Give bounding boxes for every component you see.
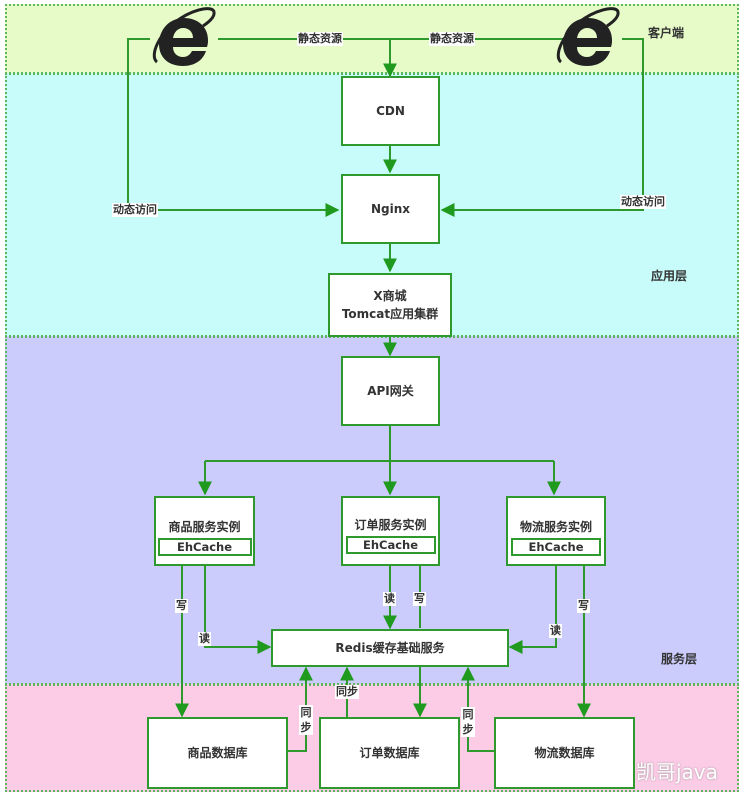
- order-db-label: 订单数据库: [359, 746, 420, 760]
- static-resource-label-right: 静态资源: [429, 32, 475, 46]
- logistics-ehcache: EhCache: [511, 538, 601, 556]
- cdn-label: CDN: [376, 104, 405, 118]
- api-gateway-node: API网关: [341, 356, 440, 426]
- product-ehcache: EhCache: [157, 538, 252, 556]
- sync-char-2: 步: [462, 723, 474, 736]
- product-db-label: 商品数据库: [187, 746, 248, 760]
- service-layer-label: 服务层: [661, 652, 698, 666]
- sync-char-1: 同: [462, 708, 474, 721]
- logistics-db-label: 物流数据库: [534, 746, 595, 760]
- order-sync-label: 同步: [335, 685, 359, 699]
- tomcat-label-line1: X商城: [373, 289, 407, 303]
- order-service-label: 订单服务实例: [354, 518, 427, 532]
- watermark: 凯哥java: [636, 760, 718, 784]
- dynamic-access-label-left: 动态访问: [112, 203, 158, 217]
- product-service-label: 商品服务实例: [168, 520, 241, 534]
- edge-sync-logistics: [461, 666, 494, 752]
- edge-product-read: [204, 565, 272, 654]
- logistics-sync-label: 同 步: [461, 707, 475, 737]
- logistics-service-label: 物流服务实例: [519, 520, 592, 534]
- product-write-label: 写: [175, 599, 188, 613]
- application-layer-label: 应用层: [651, 269, 688, 283]
- edge-dynamic-left: [127, 38, 340, 217]
- tomcat-label-line2: Tomcat应用集群: [341, 307, 439, 321]
- order-service-node: 订单服务实例 EhCache: [341, 496, 440, 566]
- static-resource-label-left: 静态资源: [297, 32, 343, 46]
- ie-browser-icon: [556, 7, 620, 66]
- nginx-node: Nginx: [341, 174, 440, 244]
- order-read-label: 读: [383, 592, 396, 606]
- dynamic-access-label-right: 动态访问: [620, 195, 666, 209]
- order-ehcache: EhCache: [345, 536, 436, 554]
- logistics-write-label: 写: [577, 599, 590, 613]
- tomcat-cluster-node: X商城 Tomcat应用集群: [328, 273, 452, 337]
- ie-browser-icon: [152, 7, 216, 66]
- client-layer-label: 客户端: [648, 26, 685, 40]
- redis-label: Redis缓存基础服务: [335, 641, 445, 655]
- order-write-label: 写: [413, 592, 426, 606]
- api-gateway-label: API网关: [367, 384, 414, 398]
- sync-char-2: 步: [300, 721, 312, 734]
- cdn-node: CDN: [341, 76, 440, 146]
- edge-logistics-read: [508, 565, 557, 654]
- sync-char-1: 同: [300, 706, 312, 719]
- edge-sync-product: [287, 666, 313, 752]
- product-read-label: 读: [198, 632, 211, 646]
- product-database-node: 商品数据库: [147, 717, 288, 789]
- logistics-service-node: 物流服务实例 EhCache: [506, 496, 606, 566]
- product-service-node: 商品服务实例 EhCache: [154, 496, 255, 566]
- edge-dynamic-right: [440, 38, 644, 217]
- product-sync-label: 同 步: [299, 705, 313, 735]
- order-database-node: 订单数据库: [319, 717, 460, 789]
- redis-cache-service-node: Redis缓存基础服务: [271, 629, 509, 667]
- logistics-read-label: 读: [549, 624, 562, 638]
- nginx-label: Nginx: [370, 202, 411, 216]
- logistics-database-node: 物流数据库: [494, 717, 635, 789]
